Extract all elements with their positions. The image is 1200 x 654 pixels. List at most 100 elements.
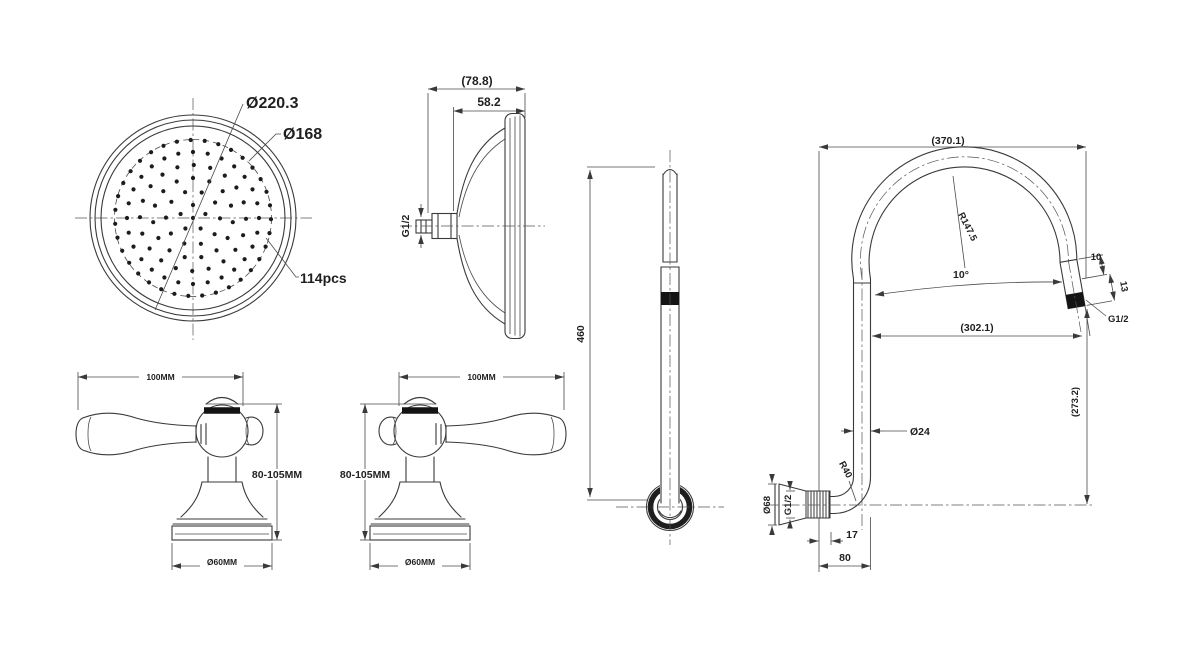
nozzle-dot (198, 241, 203, 246)
nozzle-dot (242, 257, 247, 262)
nozzle-dot (131, 244, 136, 249)
nozzle-dot (126, 201, 131, 206)
nozzle-dot (183, 190, 188, 195)
nozzle-dot (219, 275, 224, 280)
nozzle-dot (173, 266, 178, 271)
nozzle-dot (190, 281, 196, 287)
nozzle-dot (200, 293, 205, 298)
nozzle-dot (248, 268, 253, 273)
nozzle-dot (250, 244, 255, 249)
elbow-outer (833, 476, 872, 515)
nozzle-dot (160, 172, 165, 177)
handle-knob (245, 416, 264, 446)
nozzle-dot (267, 203, 273, 208)
dim-line-outlet-angle (874, 279, 1063, 297)
nozzle-dot (198, 226, 203, 231)
pattern-dia-leader (248, 133, 281, 162)
dim-outlet-angle: 10° (953, 269, 969, 281)
dim-arm-reach: (302.1) (960, 322, 993, 334)
head-outer-rim (89, 114, 297, 322)
nozzle-dot (221, 259, 226, 264)
dim-handle-right-height: 80-105MM (340, 469, 390, 481)
nozzle-dot (169, 199, 174, 204)
head-rim-step (94, 119, 292, 317)
dim-handle-left-width: 100MM (146, 372, 174, 382)
nozzle-dot (220, 189, 225, 194)
nozzle-dot (188, 137, 193, 143)
nozzle-dot (139, 257, 144, 262)
nozzle-dot (228, 147, 234, 152)
handle-left-geometry (75, 372, 304, 570)
inlet-thread-stub (415, 219, 433, 234)
arm-arc-inner (868, 166, 1061, 280)
nozzle-dot (222, 173, 227, 178)
dim-flange-depth: 17 (846, 529, 858, 541)
nozzle-dot (147, 246, 152, 251)
nozzle-dot (120, 248, 125, 253)
nozzle-dot (137, 215, 143, 220)
nozzle-dot (146, 280, 152, 285)
nozzle-dot (216, 142, 221, 147)
nozzle-count-leader (265, 237, 299, 278)
riser-pipe-view: 460 (575, 150, 724, 545)
nozzle-dot (151, 220, 156, 225)
nozzle-dot (190, 149, 196, 155)
nozzle-dot (263, 244, 268, 249)
nozzle-dot (213, 290, 218, 295)
dim-outlet-thread-length: 13 (1117, 280, 1130, 292)
nozzle-dot (174, 179, 179, 184)
nozzle-dot (199, 190, 204, 195)
nozzle-dot (168, 231, 173, 236)
nozzle-dot (234, 185, 239, 190)
nozzle-dot (212, 232, 217, 237)
label-inlet-thread: G1/2 (400, 214, 412, 237)
nozzle-dot (191, 162, 196, 168)
nozzle-dot (232, 164, 237, 169)
nozzle-dot (162, 156, 167, 161)
lever-top-edge (83, 412, 197, 427)
nozzle-dot (136, 271, 141, 276)
nozzle-dot (256, 215, 262, 221)
nozzle-dot (124, 215, 130, 221)
nozzle-dot (255, 230, 260, 235)
dim-wall-clearance: 80 (839, 552, 851, 564)
nozzle-dot (250, 187, 255, 192)
dim-handle-left-height: 80-105MM (252, 469, 302, 481)
nozzle-dot (258, 177, 263, 182)
nozzle-dot (264, 189, 269, 194)
nozzle-dot (268, 217, 274, 222)
nozzle-dot (267, 231, 272, 236)
nozzle-dot (182, 255, 187, 260)
nozzle-dot (175, 165, 180, 170)
nozzle-dot (202, 138, 207, 143)
nozzle-dot (228, 203, 234, 208)
nozzle-dot (183, 226, 188, 231)
nozzle-dot (152, 203, 158, 208)
shower-head-top-view: Ø220.3 Ø168 114pcs (75, 95, 347, 340)
nozzle-dot (206, 266, 211, 271)
handle-cap-dome (205, 396, 239, 405)
base-bell-left (180, 481, 203, 518)
lever-tip (75, 416, 85, 452)
nozzle-dot (149, 267, 154, 272)
nozzle-dot (226, 285, 231, 290)
nozzle-dot (131, 187, 136, 192)
nozzle-dot (149, 150, 154, 155)
nozzle-dot (214, 248, 219, 253)
nozzle-dot (172, 291, 177, 296)
nozzle-dot (149, 164, 154, 169)
flange-thread-block (805, 490, 831, 519)
nozzle-dot (205, 151, 210, 156)
handle-left-view: 100MM 80-105MM Ø60MM (75, 372, 304, 570)
nozzle-dot (176, 151, 181, 156)
dim-pipe-diameter: Ø24 (910, 426, 930, 438)
dim-riser-length: 460 (575, 325, 587, 343)
dim-flange-diameter: Ø68 (762, 496, 773, 514)
nozzle-dot (190, 202, 196, 208)
nozzle-dot (163, 215, 169, 220)
arm-arc-centerline (860, 156, 1069, 280)
label-nozzle-count: 114pcs (300, 270, 347, 286)
nozzle-dot (203, 211, 208, 217)
nozzle-dot (186, 293, 191, 298)
